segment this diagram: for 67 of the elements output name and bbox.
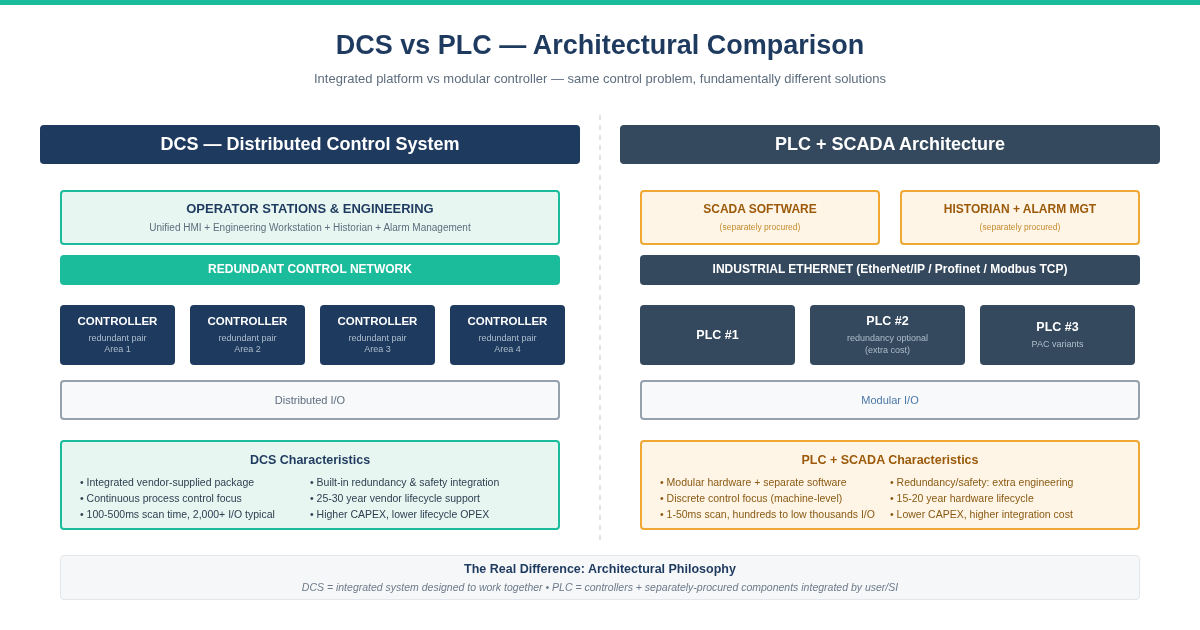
box-title: The Real Difference: Architectural Philosophy (464, 560, 736, 577)
header-banner (620, 125, 1160, 164)
summary-text: DCS = integrated system designed to work together • PLC = controllers + separately-procured components integrated by user/SI (301, 580, 899, 595)
box-title: PLC #2 (866, 313, 909, 330)
bullet-point: • Modular hardware + separate software (660, 475, 848, 491)
box-subtext: redundant pair (348, 332, 407, 345)
box-subtext: redundant pair (478, 332, 537, 345)
bullet-point: • Lower CAPEX, higher integration cost (890, 507, 1074, 523)
component-box (900, 190, 1140, 245)
box-subtext: (separately procured) (719, 221, 801, 233)
bullet-point: • Higher CAPEX, lower lifecycle OPEX (310, 507, 491, 523)
box-title: CONTROLLER (467, 313, 548, 329)
box-subtext: redundant pair (218, 332, 277, 345)
bullet-point: • 1-50ms scan, hundreds to low thousands I/O (660, 507, 876, 523)
box-title: INDUSTRIAL ETHERNET (EtherNet/IP / Profinet / Modbus TCP) (712, 262, 1068, 278)
box-subtext: redundant pair (88, 332, 147, 345)
controller-box (60, 305, 175, 365)
box-subtext: redundancy optional (846, 333, 929, 346)
box-title: PLC #3 (1036, 319, 1079, 336)
component-box (60, 190, 560, 245)
characteristics-box (60, 440, 560, 530)
box-title: PLC #1 (696, 326, 739, 344)
box-subtext: (separately procured) (979, 221, 1061, 233)
network-bar (60, 255, 560, 285)
bullet-point: • Integrated vendor-supplied package (80, 475, 256, 491)
bullet-point: • 15-20 year hardware lifecycle (890, 491, 1035, 507)
controller-box (190, 305, 305, 365)
summary-box (60, 555, 1140, 600)
plc-box (980, 305, 1135, 365)
controller-box (320, 305, 435, 365)
box-title: Modular I/O (861, 392, 919, 408)
bullet-point: • Discrete control focus (machine-level) (660, 491, 844, 507)
bullet-point: • Redundancy/safety: extra engineering (890, 475, 1075, 491)
controller-box (450, 305, 565, 365)
box-title: Distributed I/O (274, 392, 346, 408)
box-title: CONTROLLER (77, 313, 158, 329)
box-subtext: Area 2 (234, 344, 261, 357)
header-title: PLC + SCADA Architecture (774, 132, 1006, 156)
network-bar (640, 255, 1140, 285)
header-banner (40, 125, 580, 164)
box-subtext: (extra cost) (865, 345, 910, 357)
bullet-point: • Continuous process control focus (80, 491, 243, 507)
box-subtext: Area 1 (104, 344, 131, 357)
box-subtext: PAC variants (1031, 339, 1084, 351)
component-box (640, 190, 880, 245)
bullet-point: • Built-in redundancy & safety integration (310, 475, 501, 491)
box-subtext: Unified HMI + Engineering Workstation + Historian + Alarm Management (149, 221, 471, 235)
box-title: DCS Characteristics (249, 452, 371, 469)
io-box (60, 380, 560, 420)
bullet-point: • 25-30 year vendor lifecycle support (310, 491, 481, 507)
plc-box (810, 305, 965, 365)
box-title: REDUNDANT CONTROL NETWORK (208, 262, 412, 278)
box-title: SCADA SOFTWARE (703, 202, 817, 218)
page-subtitle: Integrated platform vs modular controller — same control problem, fundamentally different solutions (312, 71, 887, 86)
plc-box (640, 305, 795, 365)
box-title: HISTORIAN + ALARM MGT (943, 202, 1097, 218)
box-title: CONTROLLER (207, 313, 288, 329)
page-title: DCS vs PLC — Architectural Comparison (334, 30, 866, 61)
box-subtext: Area 4 (494, 344, 521, 357)
box-subtext: Area 3 (364, 344, 391, 357)
box-title: CONTROLLER (337, 313, 418, 329)
box-title: PLC + SCADA Characteristics (801, 452, 979, 469)
header-title: DCS — Distributed Control System (160, 132, 460, 156)
box-title: OPERATOR STATIONS & ENGINEERING (186, 200, 434, 218)
bullet-point: • 100-500ms scan time, 2,000+ I/O typical (80, 507, 276, 523)
io-box (640, 380, 1140, 420)
characteristics-box (640, 440, 1140, 530)
